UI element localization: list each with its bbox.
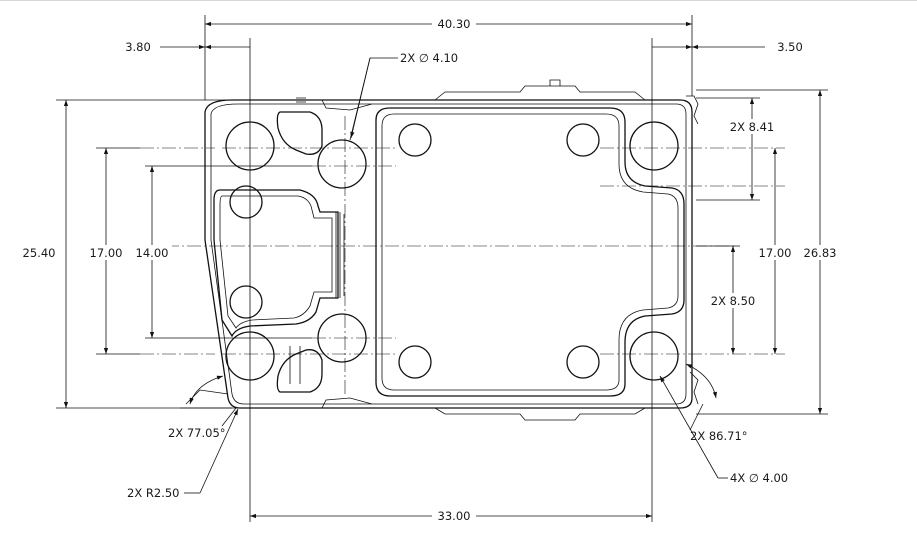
dim-left-offset: 3.80 xyxy=(125,40,151,54)
dim-right-upper: 2X 8.41 xyxy=(730,120,774,134)
dim-overall-height: 26.83 xyxy=(804,246,837,260)
hole-small-1 xyxy=(398,123,432,157)
dim-angle-right: 2X 86.71° xyxy=(690,429,748,443)
hole-small-2 xyxy=(566,123,600,157)
dim-inner-height: 14.00 xyxy=(136,246,169,260)
dim-bottom-width: 33.00 xyxy=(438,509,471,523)
hole-small-4 xyxy=(566,345,600,379)
top-border-line xyxy=(0,0,917,1)
dim-overall-width: 40.30 xyxy=(438,17,471,31)
dim-left-spacing: 17.00 xyxy=(90,246,123,260)
hole-small-left-bottom xyxy=(229,285,263,319)
hole-small-3 xyxy=(398,345,432,379)
pockets xyxy=(213,97,685,409)
dim-right-spacing: 17.00 xyxy=(759,246,792,260)
dim-left-height: 25.40 xyxy=(23,246,56,260)
center-lines xyxy=(140,116,785,396)
dim-angle-left: 2X 77.05° xyxy=(168,426,226,440)
extension-lines xyxy=(56,15,828,522)
dim-right-offset: 3.50 xyxy=(777,40,803,54)
dim-hole-small: 4X ∅ 4.00 xyxy=(730,471,788,485)
dim-radius: 2X R2.50 xyxy=(127,486,179,500)
dim-hole-large: 2X ∅ 4.10 xyxy=(400,51,458,65)
hole-mount-bottom-right xyxy=(629,331,679,381)
part-outline xyxy=(185,79,699,421)
hole-mount-top-right xyxy=(629,121,679,171)
dimension-labels: 40.30 3.80 3.50 2X ∅ 4.10 25.40 17.00 14… xyxy=(20,16,840,524)
hole-small-left-top xyxy=(229,185,263,219)
dim-right-lower: 2X 8.50 xyxy=(711,294,755,308)
holes xyxy=(225,121,679,381)
hole-large-top xyxy=(317,139,367,189)
